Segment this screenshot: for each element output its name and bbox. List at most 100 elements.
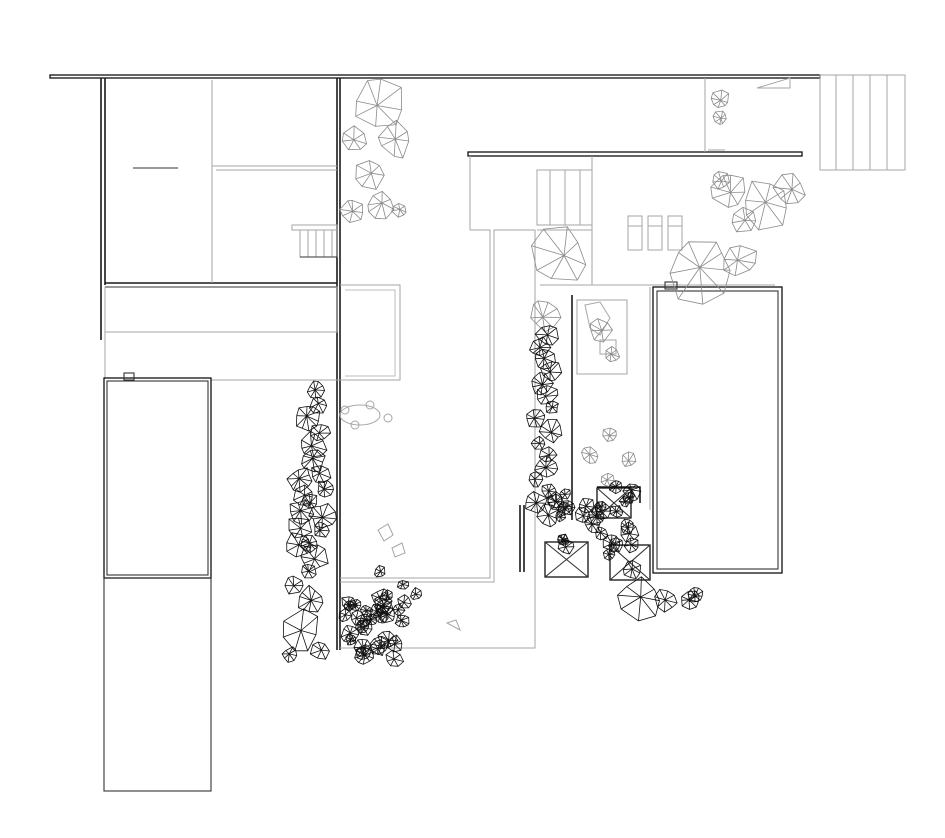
tree-branch [536, 514, 549, 517]
tree-branch [542, 308, 558, 318]
tree-branch [323, 488, 334, 491]
tree-branch [772, 187, 792, 190]
tree-branch [585, 498, 590, 507]
tree-branch [323, 489, 325, 498]
tree-branch [627, 522, 630, 534]
tree-branch [353, 139, 367, 145]
tree-branch [630, 568, 633, 578]
tree-branch [720, 100, 728, 103]
tree-branch [300, 556, 315, 560]
tree-branch [541, 485, 550, 492]
tree-branch [371, 594, 380, 599]
tree-canopy [391, 202, 407, 218]
tree-branch [640, 596, 660, 602]
tree-branch [529, 347, 540, 351]
tree-branch [342, 603, 349, 606]
tree-canopy [557, 539, 575, 555]
tree-branch [537, 300, 544, 318]
tree-branch [351, 617, 357, 621]
tree-branch [370, 173, 377, 190]
left-building [100, 78, 341, 650]
tree-branch [402, 584, 406, 590]
tree-branch [615, 480, 617, 487]
tree-branch [373, 642, 379, 650]
tree-branch [365, 607, 371, 611]
tree-branch [352, 203, 363, 212]
tree-branch [624, 544, 632, 547]
tree-branch [737, 259, 756, 264]
tree-branch [379, 614, 389, 619]
tree-branch [615, 511, 622, 516]
tree-branch [586, 505, 594, 508]
tree-branch [373, 638, 382, 647]
tree-branch [354, 604, 361, 606]
tree-branch [616, 486, 622, 489]
tree-branch [545, 385, 548, 397]
tree-canopy [340, 624, 360, 643]
tree-branch [528, 417, 535, 427]
tree-branch [622, 454, 629, 462]
tree-branch [536, 502, 539, 514]
tree-branch [560, 516, 566, 519]
tree-branch [303, 445, 312, 454]
trees-dark [281, 325, 704, 667]
tree-branch [729, 247, 738, 261]
tree-branch [323, 485, 333, 490]
tree-canopy [341, 596, 358, 610]
tree-branch [355, 105, 378, 117]
tree-branch [751, 180, 766, 203]
tree-branch [387, 643, 395, 648]
tree-branch [318, 403, 327, 406]
tree-branch [533, 479, 536, 487]
tree-branch [383, 600, 393, 606]
tree-branch [640, 576, 642, 598]
tree-branch [355, 172, 372, 180]
tree-branch [745, 219, 756, 222]
tree-branch [550, 419, 558, 433]
tree-branch [713, 174, 722, 182]
tree-branch [606, 535, 613, 544]
tree-branch [288, 518, 301, 529]
tree-canopy [396, 580, 410, 590]
tree-branch [370, 646, 378, 650]
tree-branch [355, 624, 362, 628]
tree-branch [411, 591, 416, 595]
tree-branch [664, 599, 673, 608]
tree-branch [371, 172, 385, 176]
tree-branch [291, 532, 300, 546]
tree-branch [631, 489, 638, 500]
tree-branch [379, 615, 383, 624]
tree-branch [356, 617, 365, 620]
tree-branch [415, 593, 420, 599]
tree-branch [611, 543, 620, 547]
tree-branch [300, 500, 306, 511]
tree-branch [546, 406, 553, 413]
tree-branch [596, 504, 601, 507]
tree-branch [352, 210, 363, 213]
tree-canopy [772, 172, 806, 205]
tree-branch [544, 363, 551, 373]
tree-canopy [355, 160, 385, 190]
tree-branch [612, 511, 617, 516]
tree-branch [318, 426, 329, 434]
tree-branch [398, 203, 401, 210]
tree-branch [603, 552, 609, 555]
tree-branch [630, 539, 639, 546]
tree-branch [576, 515, 584, 521]
tree-branch [301, 570, 309, 573]
tree-branch [579, 503, 587, 507]
tree-branch [354, 617, 357, 625]
tree-branch [600, 527, 603, 533]
tree-branch [630, 544, 637, 551]
tree-branch [535, 357, 545, 360]
tree-branch [400, 584, 403, 589]
tree-branch [542, 302, 549, 318]
tree-branch [533, 491, 537, 503]
tree-branch [601, 330, 604, 343]
tree-branch [343, 628, 351, 634]
tree-branch [546, 484, 550, 492]
tree-branch [545, 432, 552, 439]
tree-branch [287, 577, 295, 587]
tree-branch [711, 97, 721, 101]
tree-canopy [410, 586, 423, 600]
